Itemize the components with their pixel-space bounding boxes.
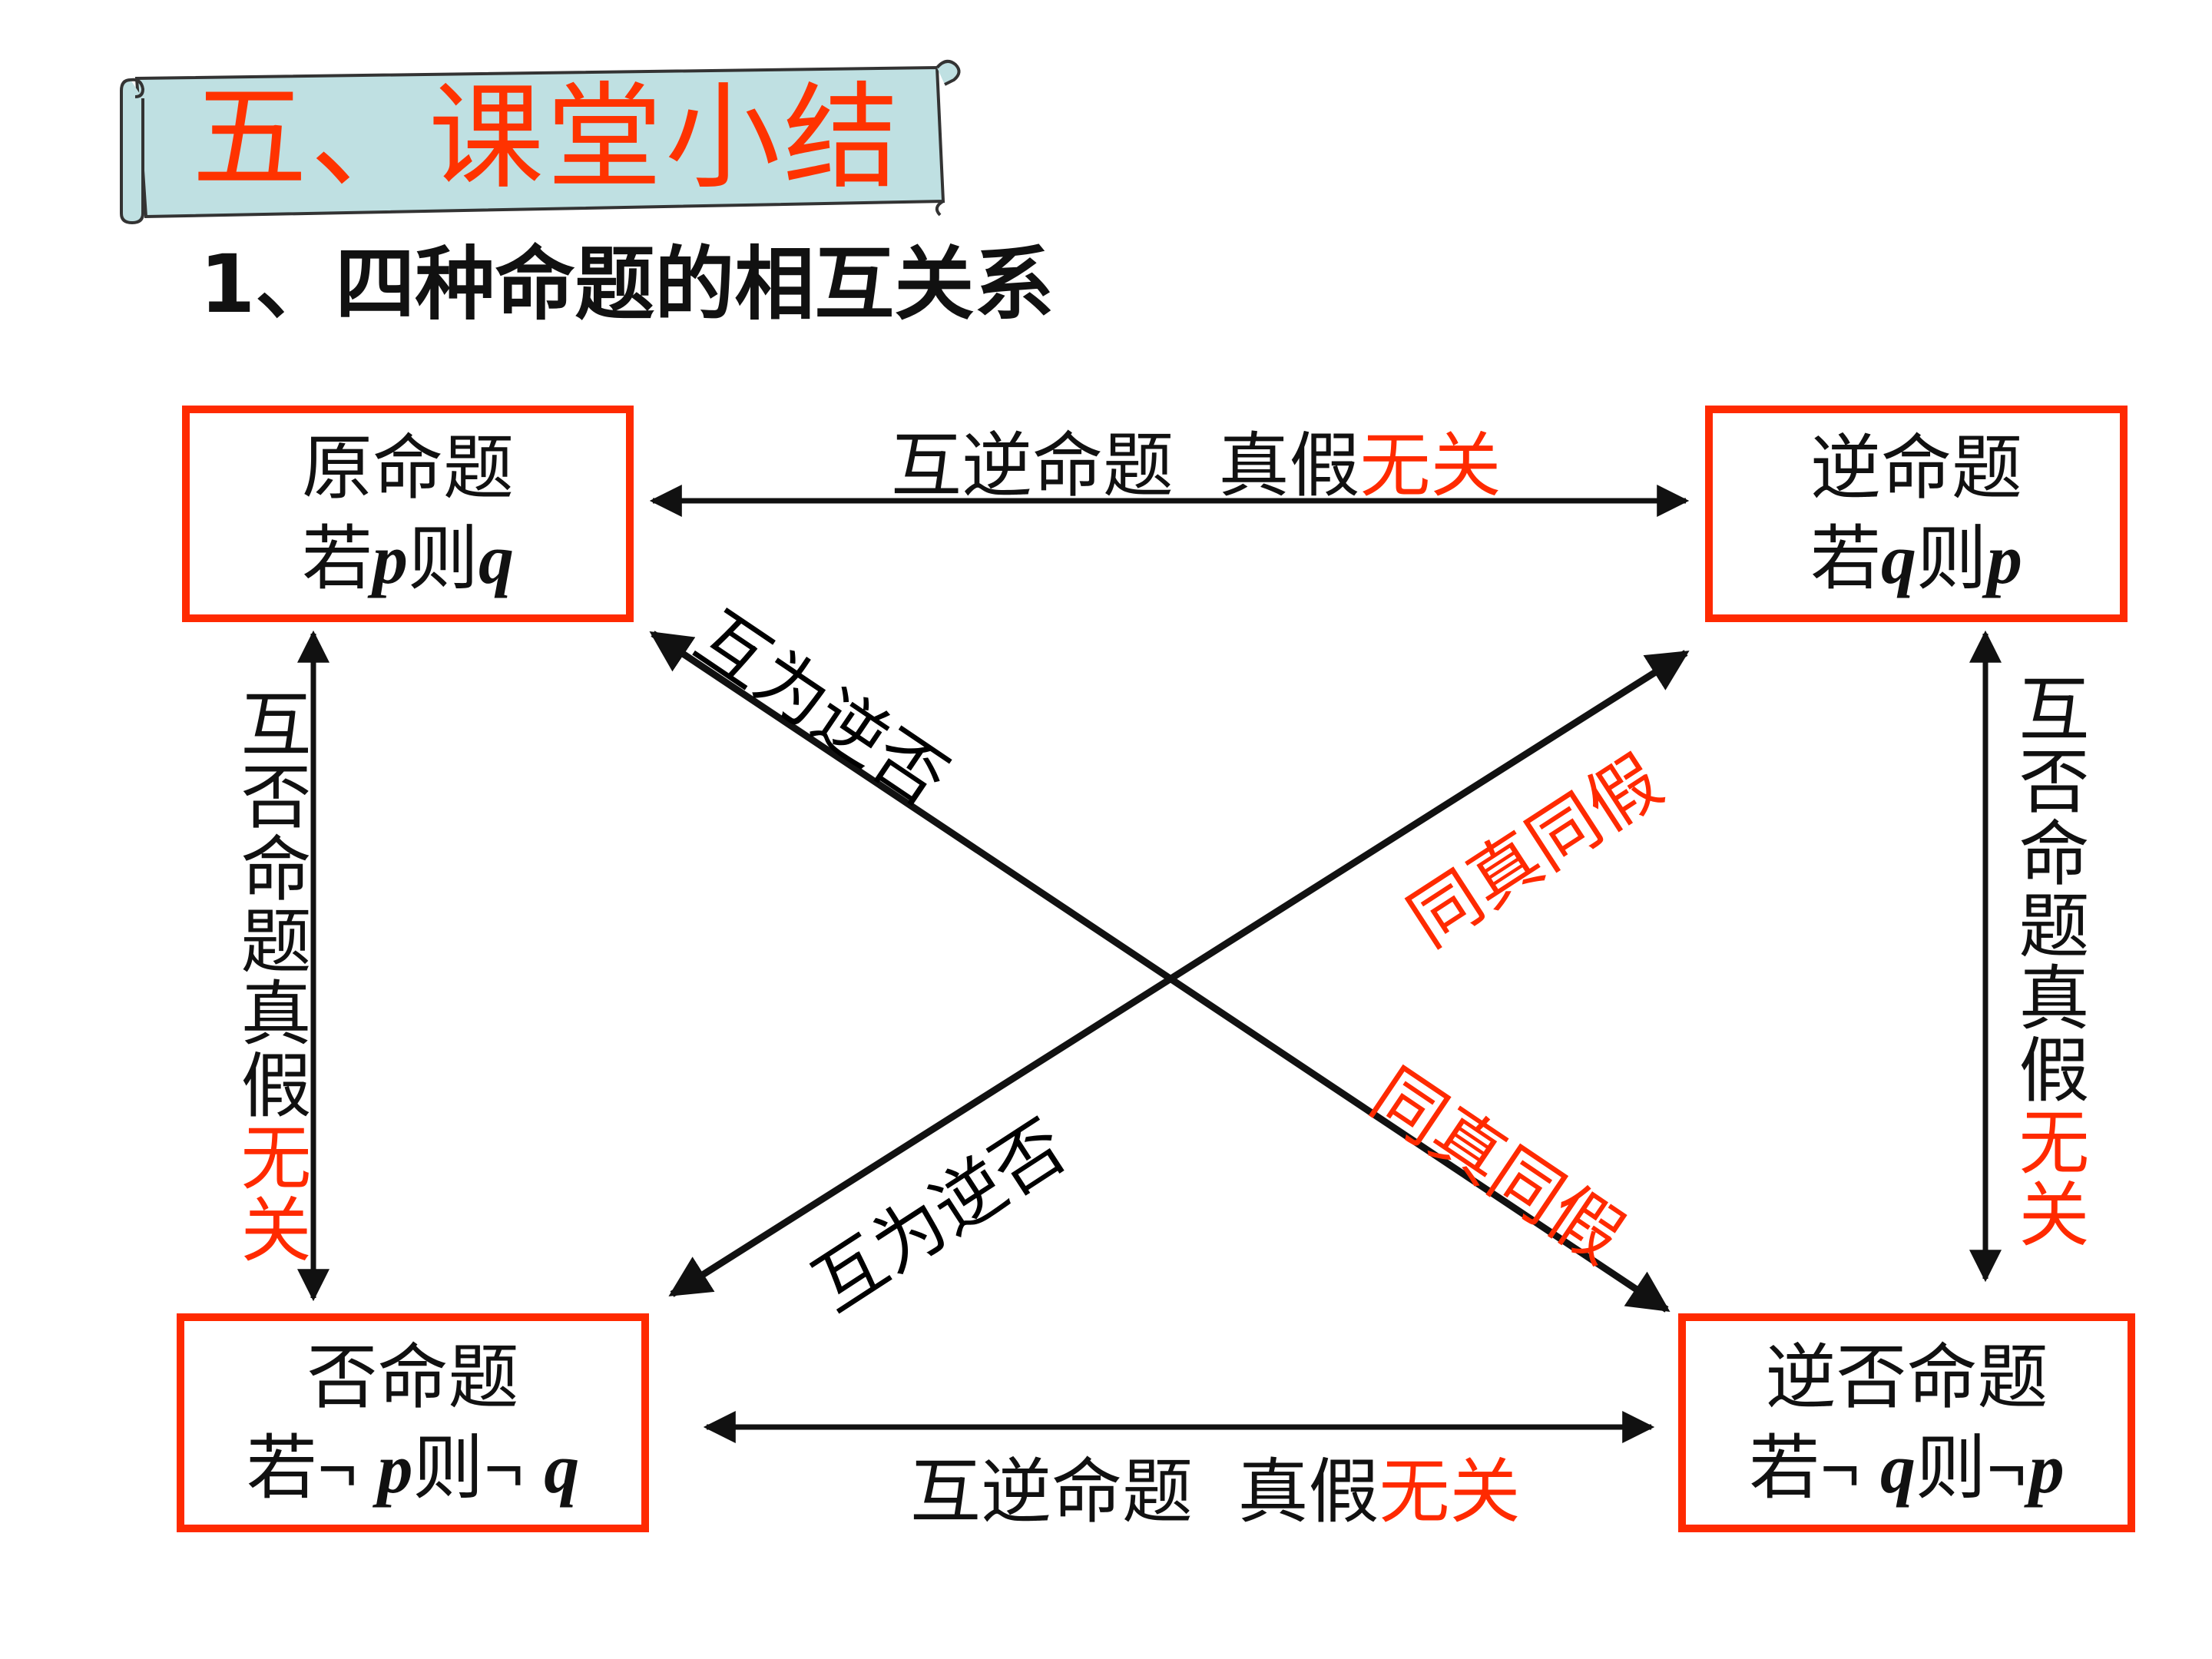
label-right-relation: 互否命题真假无关 bbox=[2007, 672, 2089, 1250]
contrapositive-title: 逆否命题 bbox=[1765, 1336, 2048, 1419]
box-original: 原命题 若p则q bbox=[182, 406, 634, 622]
title-scroll-banner bbox=[120, 59, 961, 225]
arrow-diag-up bbox=[668, 650, 1690, 1297]
label-bottom-relation: 互逆命题 真假无关 bbox=[910, 1451, 1521, 1533]
converse-condition: 若q则p bbox=[1810, 518, 2023, 600]
inverse-title: 否命题 bbox=[306, 1336, 519, 1419]
box-inverse: 否命题 若¬ p则¬ q bbox=[177, 1313, 649, 1532]
original-title: 原命题 bbox=[301, 427, 514, 509]
box-contrapositive: 逆否命题 若¬ q则¬p bbox=[1678, 1313, 2135, 1532]
subtitle: 1、四种命题的相互关系 bbox=[200, 237, 1055, 331]
converse-title: 逆命题 bbox=[1810, 427, 2022, 509]
label-top-relation: 互逆命题 真假无关 bbox=[891, 425, 1502, 507]
section-title: 五、课堂小结 bbox=[192, 71, 902, 205]
box-converse: 逆命题 若q则p bbox=[1705, 406, 2128, 622]
contrapositive-condition: 若¬ q则¬p bbox=[1749, 1426, 2065, 1509]
inverse-condition: 若¬ p则¬ q bbox=[246, 1426, 580, 1509]
original-condition: 若p则q bbox=[301, 518, 515, 600]
label-left-relation: 互否命题真假无关 bbox=[229, 687, 311, 1265]
